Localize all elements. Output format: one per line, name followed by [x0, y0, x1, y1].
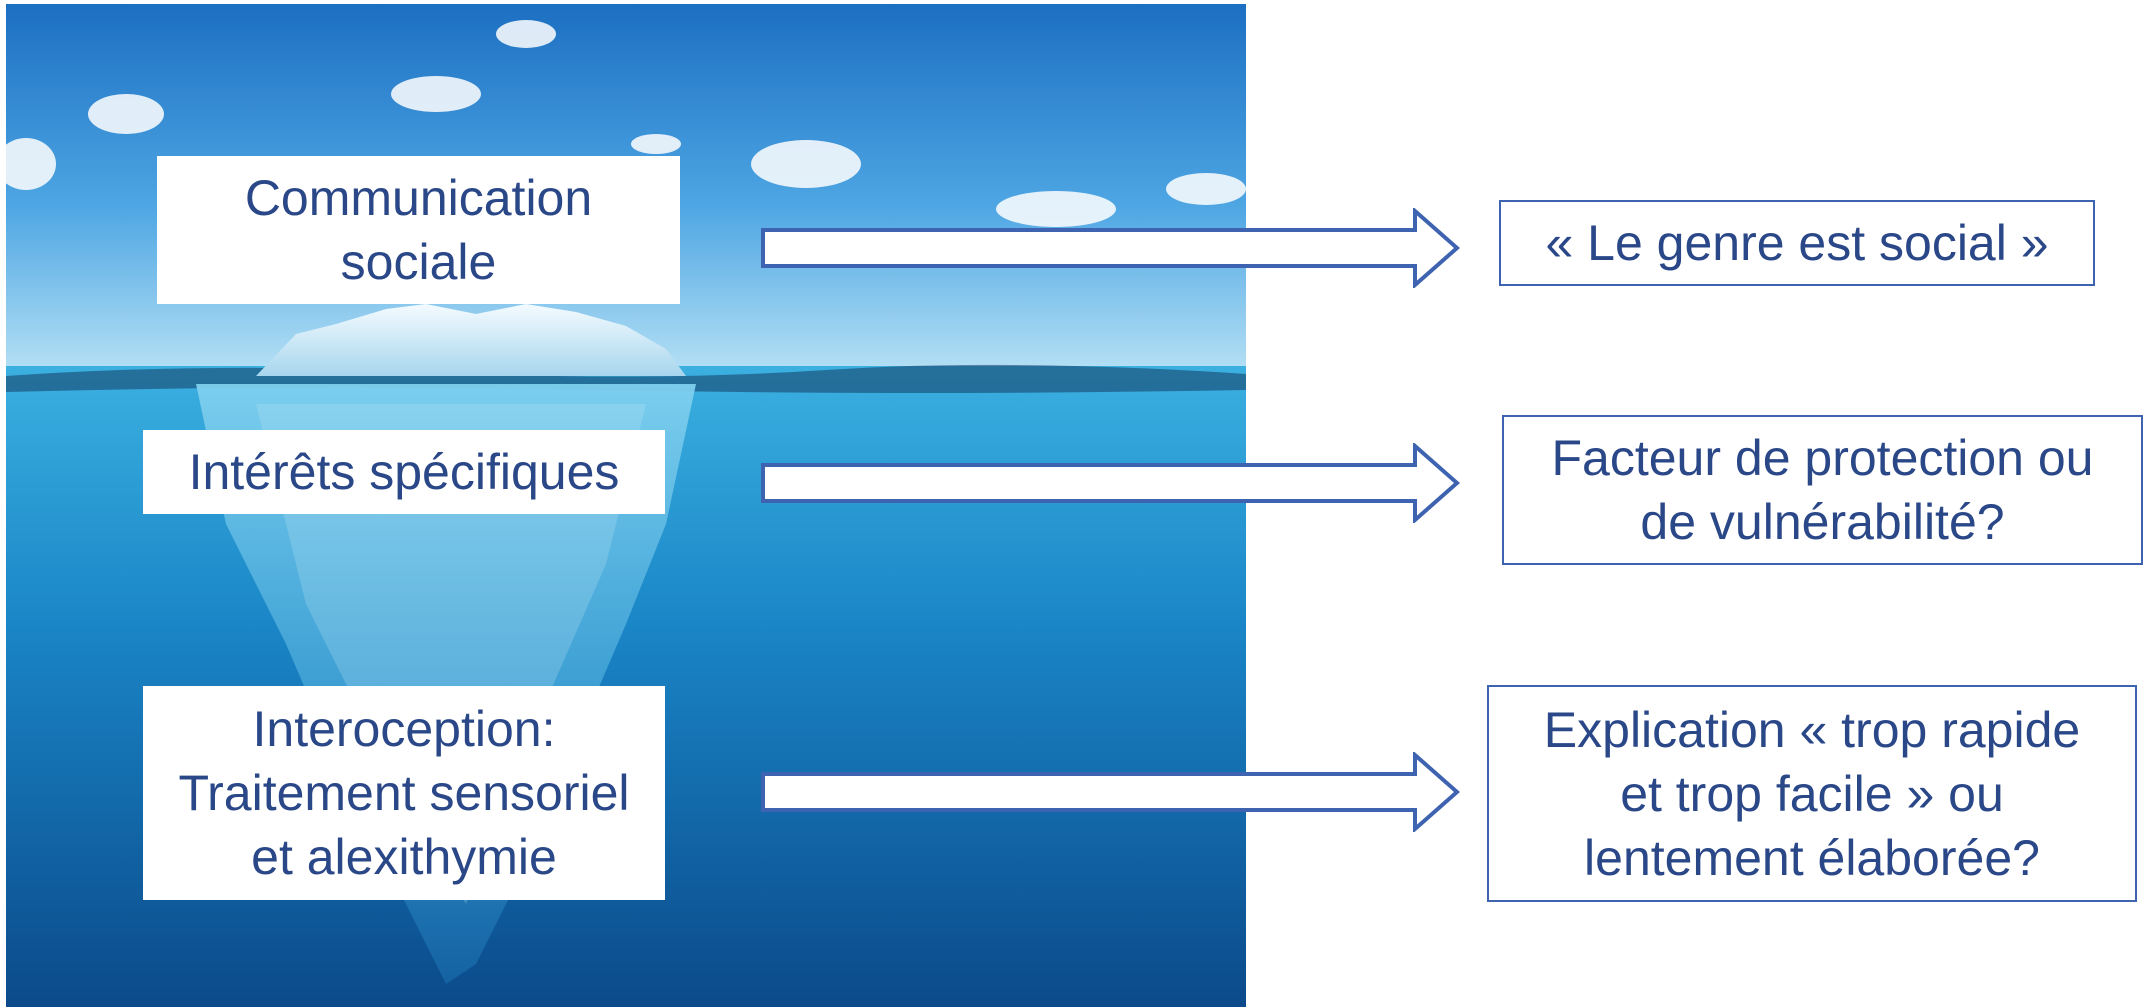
label-interoception: Interoception: Traitement sensoriel et a… — [143, 686, 665, 900]
outcome-explication: Explication « trop rapide et trop facile… — [1487, 685, 2137, 902]
right-arrow-icon — [761, 443, 1460, 523]
label-interets-specifiques: Intérêts spécifiques — [143, 430, 665, 514]
cloud-icon — [6, 20, 1246, 227]
right-arrow-icon — [761, 208, 1460, 288]
label-communication-sociale: Communication sociale — [157, 156, 680, 304]
outcome-facteur-protection: Facteur de protection ou de vulnérabilit… — [1502, 415, 2143, 565]
outcome-genre-social: « Le genre est social » — [1499, 200, 2095, 286]
right-arrow-icon — [761, 752, 1460, 832]
